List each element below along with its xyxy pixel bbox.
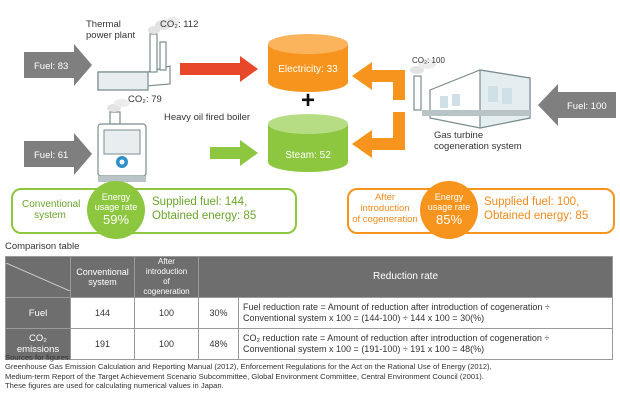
diagonal-line [6, 263, 70, 291]
conventional-summary-box [11, 188, 297, 234]
sources-note: Sources for figures: Greenhouse Gas Emis… [5, 353, 617, 391]
fuel-thermal-label: Fuel: 83 [34, 61, 68, 72]
fuel-gas-turbine-label: Fuel: 100 [567, 101, 607, 112]
electricity-label: Electricity: 33 [278, 64, 338, 75]
table-row: Fuel 144 100 30% Fuel reduction rate = A… [5, 297, 613, 329]
header-after-line1: After introduction [145, 257, 188, 276]
steam-label: Steam: 52 [285, 150, 331, 161]
row-co2-desc-line2: Conventional system x 100 = (191-100) ÷ … [243, 344, 485, 354]
cogeneration-rate-line2: usage rate [427, 202, 471, 212]
sources-line3: Medium-term Report of the Target Achieve… [5, 371, 484, 381]
row-co2-label: CO₂ emissions [5, 328, 71, 360]
thermal-plant-label-line1: Thermal [86, 19, 121, 30]
conventional-rate-circle: Energy usage rate 59% [87, 181, 145, 239]
table-caption: Comparison table [5, 241, 80, 252]
thermal-power-plant-icon [97, 17, 180, 91]
boiler-icon [97, 99, 147, 182]
cogeneration-rate-line1: Energy [434, 192, 464, 202]
electricity-supply-arrow-cogeneration [352, 62, 405, 100]
cogeneration-supplied: Supplied fuel: 100, [484, 196, 580, 208]
conventional-rate-line2: usage rate [94, 202, 138, 212]
row-fuel-description: Fuel reduction rate = Amount of reductio… [238, 297, 613, 329]
table-corner-cell [5, 256, 71, 298]
sources-line2: Greenhouse Gas Emission Calculation and … [5, 362, 492, 372]
row-co2-label-line1: CO₂ [29, 333, 47, 344]
gas-turbine-icon [410, 59, 531, 129]
row-fuel-after: 100 [134, 297, 199, 329]
row-co2-after: 100 [134, 328, 199, 360]
sources-line1: Sources for figures: [5, 353, 71, 362]
steam-supply-arrow-cogeneration [352, 112, 405, 158]
comparison-table: Conventional system After introduction o… [5, 256, 613, 360]
conventional-rate-line1: Energy [101, 192, 131, 202]
fuel-arrow-thermal: Fuel: 83 [24, 44, 92, 86]
gas-turbine-label-line2: cogeneration system [434, 141, 522, 152]
energy-flow-diagram: Fuel: 83 Fuel: 61 Fuel: 100 [24, 17, 616, 182]
conventional-title-line2: system [34, 210, 66, 221]
thermal-plant-co2: CO₂: 112 [160, 19, 199, 30]
header-after-introduction: After introduction of cogeneration [134, 256, 199, 298]
steam-supply-arrow-conventional [210, 140, 258, 166]
cogeneration-title-line2: introduction [360, 203, 410, 214]
gas-turbine-label-line1: Gas turbine [434, 130, 484, 141]
thermal-plant-label-line2: power plant [86, 30, 136, 41]
table-header-row: Conventional system After introduction o… [5, 256, 613, 298]
cogeneration-title-line1: After [374, 192, 396, 203]
table-row: CO₂ emissions 191 100 48% CO₂ reduction … [5, 328, 613, 360]
row-co2-desc-line1: CO₂ reduction rate = Amount of reduction… [243, 333, 550, 343]
cogeneration-rate-circle: Energy usage rate 85% [420, 181, 478, 239]
conventional-obtained: Obtained energy: 85 [152, 210, 257, 222]
cogeneration-rate-value: 85% [435, 212, 463, 227]
gas-turbine-co2: CO₂: 100 [412, 56, 445, 65]
conventional-title-line1: Conventional [22, 199, 81, 210]
row-co2-rate: 48% [198, 328, 239, 360]
electricity-cylinder: Electricity: 33 [268, 34, 348, 92]
row-fuel-desc-line1: Fuel reduction rate = Amount of reductio… [243, 302, 550, 312]
electricity-supply-arrow-conventional [180, 56, 258, 82]
conventional-supplied: Supplied fuel: 144, [152, 196, 248, 208]
row-fuel-desc-line2: Conventional system x 100 = (144-100) ÷ … [243, 313, 485, 323]
fuel-boiler-label: Fuel: 61 [34, 150, 68, 161]
cogeneration-summary-box [347, 188, 615, 234]
conventional-rate-value: 59% [102, 212, 130, 227]
boiler-label: Heavy oil fired boiler [164, 112, 251, 123]
steam-cylinder: Steam: 52 [268, 114, 348, 172]
row-fuel-rate: 30% [198, 297, 239, 329]
plus-sign: + [301, 87, 315, 114]
header-reduction-rate: Reduction rate [198, 256, 613, 298]
header-conventional: Conventional system [70, 256, 135, 298]
row-co2-label-line2: emissions [16, 344, 60, 355]
row-fuel-label: Fuel [5, 297, 71, 329]
fuel-arrow-gas-turbine: Fuel: 100 [538, 84, 616, 126]
row-fuel-conventional: 144 [70, 297, 135, 329]
fuel-arrow-boiler: Fuel: 61 [24, 133, 92, 175]
sources-line4: These figures are used for calculating n… [5, 381, 224, 391]
boiler-co2: CO₂: 79 [128, 94, 162, 105]
cogeneration-title-line3: of cogeneration [352, 214, 418, 225]
header-after-line2: of cogeneration [143, 277, 190, 296]
cogeneration-obtained: Obtained energy: 85 [484, 210, 589, 222]
row-co2-description: CO₂ reduction rate = Amount of reduction… [238, 328, 613, 360]
